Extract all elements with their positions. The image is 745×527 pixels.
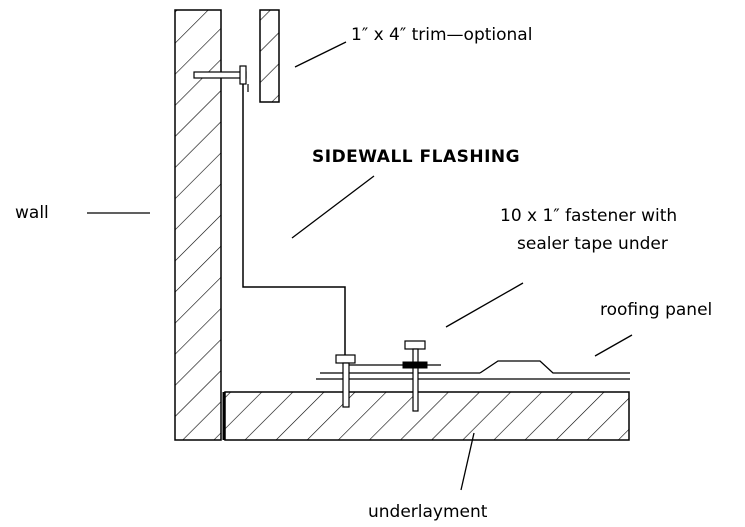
leader-underlayment: [460, 432, 475, 491]
fastener-1-head: [335, 354, 356, 364]
trim-nail-head: [239, 65, 247, 85]
leader-flashing: [291, 175, 375, 239]
leader-trim: [294, 41, 347, 68]
trim-nail: [193, 71, 247, 79]
trim-label: 1″ x 4″ trim—optional: [351, 25, 533, 45]
sealer-tape: [402, 361, 428, 369]
sidewall-flashing: [242, 84, 346, 355]
diagram-title: SIDEWALL FLASHING: [312, 147, 521, 167]
leader-fastener: [445, 282, 524, 328]
leader-roofing-panel: [594, 334, 633, 357]
underlayment-deck: [224, 391, 630, 441]
underlayment-label: underlayment: [368, 502, 488, 522]
fastener-label-line1: 10 x 1″ fastener with: [500, 206, 678, 226]
wall-label: wall: [15, 203, 49, 223]
roofing-panel-label: roofing panel: [600, 300, 713, 320]
fastener-1-shank: [342, 362, 350, 408]
trim-board: [259, 9, 280, 103]
fastener-label-line2: sealer tape under: [517, 234, 668, 254]
fastener-2-head: [404, 340, 426, 350]
fastener-2-shank: [412, 348, 419, 412]
panel-rib: [479, 360, 630, 374]
wall-section: [174, 9, 222, 441]
